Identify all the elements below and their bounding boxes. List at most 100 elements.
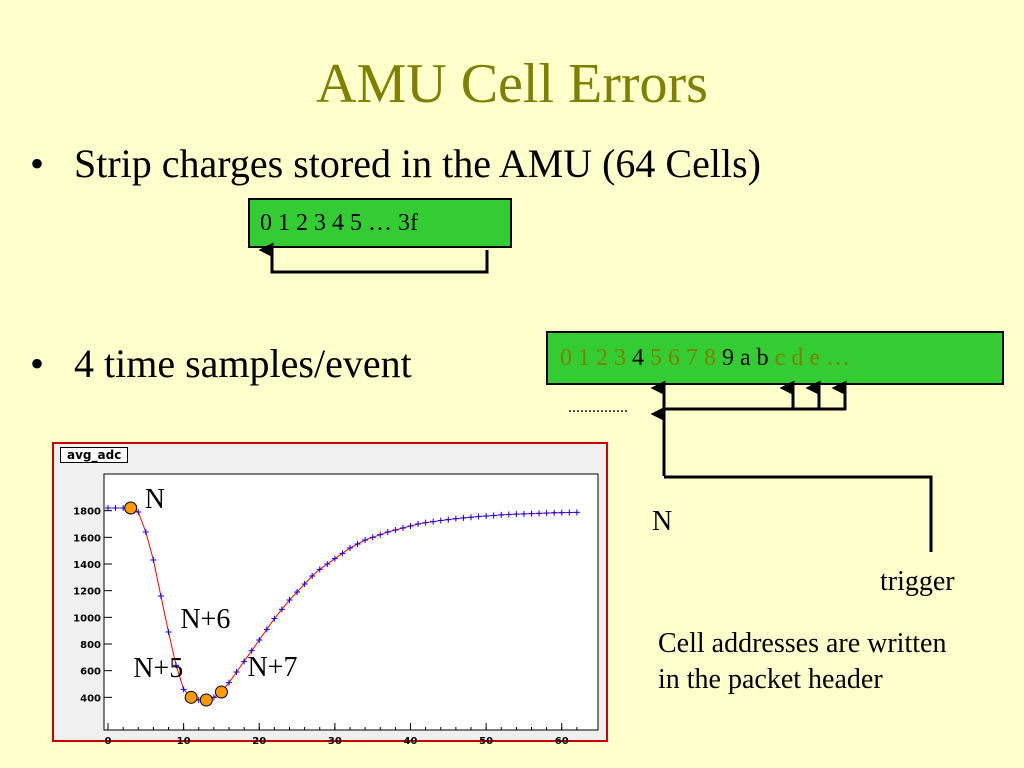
data-point bbox=[490, 512, 497, 519]
data-point bbox=[566, 509, 573, 516]
cell-address: b bbox=[756, 344, 769, 371]
data-point bbox=[573, 509, 580, 516]
data-point bbox=[331, 555, 338, 562]
n-label: N bbox=[652, 506, 673, 537]
trigger-line bbox=[664, 475, 933, 552]
cell-address: d bbox=[791, 344, 804, 371]
data-point bbox=[309, 573, 316, 579]
data-point bbox=[445, 516, 452, 523]
data-point bbox=[347, 545, 353, 551]
y-tick-label: 1200 bbox=[73, 587, 101, 598]
sample-point bbox=[199, 693, 213, 707]
data-point bbox=[437, 517, 444, 524]
x-tick-label: 20 bbox=[252, 736, 266, 747]
data-point bbox=[248, 647, 255, 654]
slide-title: AMU Cell Errors bbox=[316, 53, 708, 115]
bullet-text: 4 time samples/event bbox=[74, 341, 412, 386]
y-tick-label: 800 bbox=[80, 640, 101, 651]
data-point bbox=[173, 662, 180, 669]
dotted-leader: ............... bbox=[568, 399, 628, 416]
cell-address: 6 bbox=[668, 344, 680, 371]
data-point bbox=[112, 505, 119, 511]
data-point bbox=[498, 511, 505, 518]
data-point bbox=[142, 529, 149, 535]
sample-point-label: N bbox=[144, 484, 165, 515]
data-point bbox=[241, 658, 248, 665]
data-point bbox=[430, 518, 437, 525]
bullet-marker: • bbox=[30, 141, 45, 186]
data-point bbox=[475, 513, 482, 520]
x-tick-label: 10 bbox=[177, 736, 191, 747]
cell-address: 1 bbox=[578, 344, 590, 371]
sample-point-label: N+7 bbox=[247, 652, 298, 683]
y-tick-label: 1800 bbox=[73, 507, 101, 518]
cell-address: 3 bbox=[614, 344, 626, 371]
data-point bbox=[422, 519, 429, 526]
cell-address: e … bbox=[809, 344, 850, 371]
data-point bbox=[528, 510, 535, 517]
data-point bbox=[452, 515, 459, 522]
cell-address: 7 bbox=[686, 344, 698, 371]
cell-address: 8 bbox=[704, 344, 716, 371]
data-point bbox=[407, 523, 414, 529]
cell-address: 0 bbox=[560, 344, 572, 371]
y-tick-label: 1400 bbox=[73, 560, 101, 571]
data-point bbox=[558, 509, 565, 516]
x-tick-label: 50 bbox=[479, 736, 493, 747]
data-point bbox=[278, 606, 285, 613]
data-point bbox=[551, 509, 558, 516]
data-point bbox=[150, 557, 157, 563]
amu-cell-strip-text: 0 1 2 3 4 5 … 3f bbox=[260, 209, 418, 236]
data-point bbox=[505, 511, 512, 518]
wraparound-arrow bbox=[258, 242, 489, 274]
bullet-text: Strip charges stored in the AMU (64 Cell… bbox=[74, 141, 761, 186]
data-point bbox=[135, 509, 142, 515]
data-point bbox=[354, 541, 361, 547]
data-point bbox=[369, 534, 376, 541]
cell-address: 9 bbox=[722, 344, 734, 371]
y-tick-label: 1000 bbox=[73, 613, 101, 624]
data-point bbox=[233, 669, 240, 675]
x-tick-label: 30 bbox=[328, 736, 342, 747]
data-point bbox=[324, 561, 331, 567]
data-point bbox=[286, 597, 293, 603]
cell-address-strip: 0 1 2 3 4 5 6 7 8 9 a b c d e … bbox=[546, 331, 1004, 385]
plot-title: avg_adc bbox=[60, 447, 129, 463]
plot-frame bbox=[103, 473, 599, 731]
data-point bbox=[468, 514, 474, 521]
data-point bbox=[226, 679, 232, 686]
cell-address: 5 bbox=[650, 344, 662, 371]
amu-cell-strip: 0 1 2 3 4 5 … 3f bbox=[248, 198, 512, 248]
data-point bbox=[263, 626, 270, 633]
y-tick-label: 400 bbox=[80, 693, 101, 704]
data-point bbox=[520, 510, 527, 517]
data-point bbox=[460, 514, 467, 521]
sample-point bbox=[124, 501, 138, 515]
sample-point bbox=[184, 690, 198, 704]
sample-point-label: N+5 bbox=[133, 653, 184, 685]
data-point bbox=[157, 593, 164, 599]
data-point bbox=[377, 531, 384, 538]
data-point bbox=[483, 513, 490, 519]
sample-point-label: N+6 bbox=[180, 604, 231, 635]
data-point bbox=[399, 525, 406, 531]
data-point bbox=[513, 511, 520, 518]
data-point bbox=[339, 550, 346, 557]
x-tick-label: 60 bbox=[555, 736, 569, 747]
data-point bbox=[105, 505, 111, 511]
data-point bbox=[362, 537, 369, 543]
data-point bbox=[316, 566, 323, 573]
y-tick-label: 600 bbox=[80, 667, 101, 678]
data-point bbox=[301, 581, 308, 587]
cell-address: 4 bbox=[632, 344, 644, 371]
cell-address: 2 bbox=[596, 344, 608, 371]
data-point bbox=[165, 629, 172, 635]
trigger-label: trigger bbox=[880, 566, 955, 597]
x-tick-label: 0 bbox=[105, 736, 112, 747]
data-point bbox=[543, 510, 550, 517]
data-point bbox=[536, 510, 543, 517]
data-point bbox=[392, 527, 399, 533]
x-tick-label: 40 bbox=[404, 736, 418, 747]
